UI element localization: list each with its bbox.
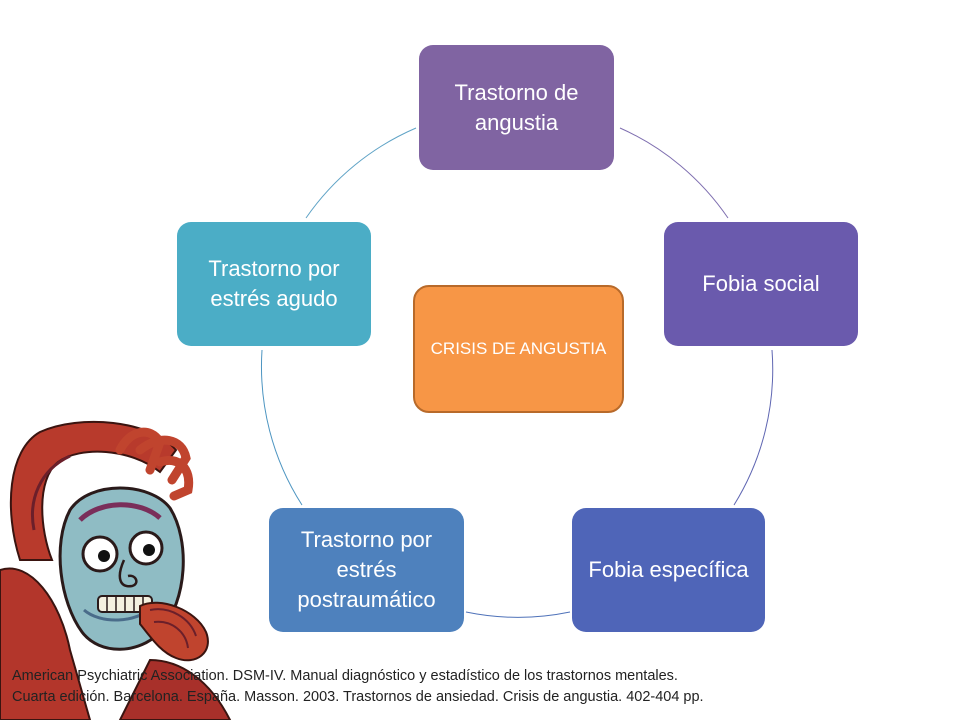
citation: American Psychiatric Association. DSM-IV…: [12, 666, 952, 708]
node-label: Trastorno por estrés postraumático: [297, 527, 436, 612]
node-estres-postraumatico: Trastorno por estrés postraumático: [269, 508, 464, 632]
fingers: [115, 427, 194, 501]
node-label: Fobia social: [702, 271, 820, 297]
raised-arm: [9, 420, 178, 561]
arc-especifica-postrauma: [465, 611, 571, 618]
citation-line-2: Cuarta edición. Barcelona. España. Masso…: [12, 689, 704, 706]
arc-postrauma-agudo: [261, 349, 303, 506]
arc-angustia-social: [619, 127, 729, 219]
citation-line-1: American Psychiatric Association. DSM-IV…: [12, 668, 678, 684]
node-fobia-especifica: Fobia específica: [572, 508, 765, 632]
arc-agudo-angustia: [305, 127, 417, 219]
node-label: Trastorno por estrés agudo: [208, 256, 340, 311]
center-label: CRISIS DE ANGUSTIA: [430, 338, 607, 358]
node-estres-agudo: Trastorno por estrés agudo: [177, 222, 371, 346]
node-label: Fobia específica: [588, 557, 749, 583]
hand: [139, 601, 209, 662]
anxious-face-illustration: [0, 420, 232, 720]
torso: [0, 567, 92, 720]
node-trastorno-de-angustia: Trastorno de angustia: [419, 45, 614, 170]
arc-social-especifica: [733, 349, 774, 506]
eyes: [81, 530, 164, 573]
node-fobia-social: Fobia social: [664, 222, 858, 346]
node-label: Trastorno de angustia: [454, 79, 579, 135]
center-crisis-de-angustia: CRISIS DE ANGUSTIA: [413, 285, 624, 413]
nose: [118, 559, 138, 588]
